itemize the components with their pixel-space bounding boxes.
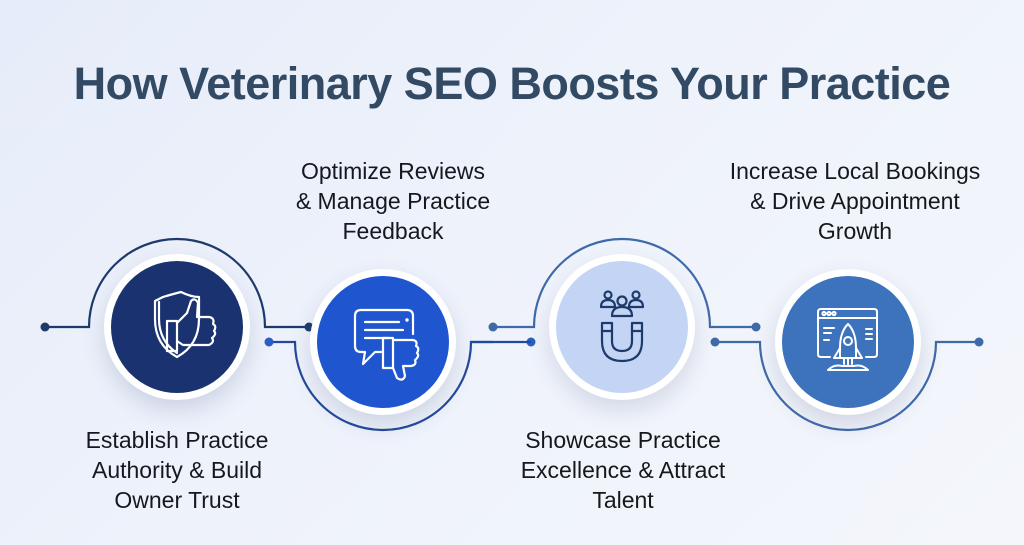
step-3-node — [549, 254, 695, 400]
browser-rocket-icon — [817, 308, 878, 371]
shield-thumbs-up-icon — [153, 290, 217, 359]
step-3-label: Showcase Practice Excellence & Attract T… — [520, 427, 726, 513]
page-title: How Veterinary SEO Boosts Your Practice — [73, 58, 951, 109]
chat-thumbs-down-icon — [353, 308, 420, 381]
step-2-node — [310, 269, 456, 415]
step-4-label: Increase Local Bookings & Drive Appointm… — [729, 158, 981, 244]
step-1-label: Establish Practice Authority & Build Own… — [85, 427, 269, 513]
connector-step-1 — [45, 237, 309, 329]
step-4-node — [775, 269, 921, 415]
step-2-label: Optimize Reviews & Manage Practice Feedb… — [295, 158, 491, 244]
people-magnet-icon — [599, 290, 645, 363]
step-1-node — [104, 254, 250, 400]
